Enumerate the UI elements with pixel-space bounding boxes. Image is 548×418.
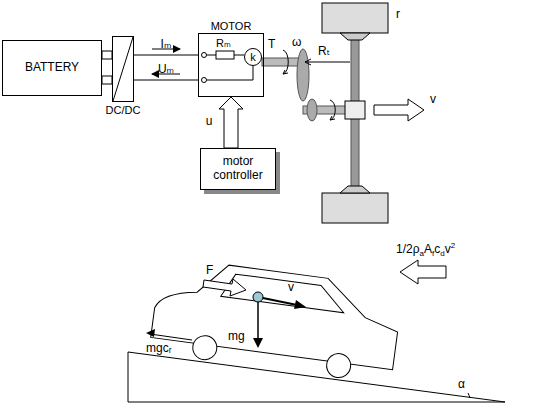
rotation-arrow — [330, 100, 335, 120]
motor-shaft — [262, 58, 302, 66]
node-heading: DC/DC — [106, 104, 141, 116]
pinion-gear — [307, 99, 317, 121]
velocity-arrow — [374, 99, 424, 121]
transmission-label: Rₜ — [318, 45, 330, 58]
motor-box: MOTORk — [198, 33, 264, 97]
velocity-label: v — [430, 93, 436, 106]
wheel-hub — [340, 33, 370, 40]
rotation-arrow — [330, 116, 335, 120]
angle-label: α — [458, 378, 465, 391]
car-wheel — [325, 352, 352, 379]
velocity-label: v — [288, 281, 294, 294]
formula-part: v — [445, 242, 451, 256]
angle-arc — [468, 393, 470, 398]
drag-formula: 1/2ρaAfcdv2 — [396, 242, 455, 259]
control-arrow — [219, 97, 243, 148]
weight-arrow — [257, 297, 259, 340]
mass-point — [253, 292, 263, 302]
rotation-arrow — [283, 70, 288, 74]
formula-part: 2 — [451, 241, 455, 250]
motor-terminal — [202, 78, 207, 83]
node-text: k — [250, 51, 256, 64]
converter-box: DC/DC — [112, 36, 134, 102]
wheel-radius-label: r — [396, 8, 400, 21]
battery-terminal — [102, 51, 112, 84]
force-arrow — [203, 279, 246, 296]
node-heading: MOTOR — [211, 20, 252, 32]
wheel — [322, 193, 388, 223]
current-wire — [134, 80, 198, 81]
node-text: motor controller — [201, 155, 275, 183]
torque-label: T — [268, 38, 275, 51]
rolling-force-label: mgcᵣ — [146, 342, 172, 355]
force-label: F — [206, 264, 213, 277]
wheel — [322, 3, 388, 33]
formula-part: 1/2ρ — [396, 242, 420, 256]
differential — [345, 101, 365, 119]
drag-arrow — [400, 260, 446, 284]
formula-part: f — [432, 249, 434, 258]
battery-terminal — [102, 76, 112, 84]
battery-box: BATTERY — [2, 40, 102, 96]
speed-label: ω — [292, 36, 301, 49]
formula-part: d — [440, 249, 444, 258]
arrowhead — [294, 300, 306, 309]
motor-terminal — [202, 53, 207, 58]
gravity-label: mg — [228, 330, 245, 343]
car-wheel — [191, 334, 218, 361]
edge-label: Iₘ — [161, 38, 172, 51]
car — [149, 256, 404, 384]
resistor-symbol — [216, 51, 234, 59]
edge-label: u — [206, 115, 213, 128]
arrowhead — [253, 338, 263, 348]
emf-circle: k — [244, 48, 262, 66]
wheel-hub — [340, 186, 370, 193]
converter-symbol — [113, 37, 133, 101]
controller-box: motor controller — [200, 148, 276, 190]
formula-part: c — [434, 242, 440, 256]
gear — [297, 49, 309, 101]
formula-part: A — [424, 242, 432, 256]
car-body — [151, 256, 404, 370]
arrowhead — [146, 329, 155, 337]
radius-arrow — [305, 59, 350, 65]
edge-label: Uₘ — [158, 63, 174, 76]
converter-diagonal — [113, 37, 133, 101]
formula-part: a — [420, 249, 424, 258]
node-text: BATTERY — [25, 61, 79, 75]
rolling-resistance-arrow — [150, 334, 192, 340]
battery-terminal — [102, 51, 112, 59]
rotation-arrow — [283, 50, 288, 74]
resistance-label: Rₘ — [216, 37, 231, 49]
current-wire — [134, 55, 198, 56]
